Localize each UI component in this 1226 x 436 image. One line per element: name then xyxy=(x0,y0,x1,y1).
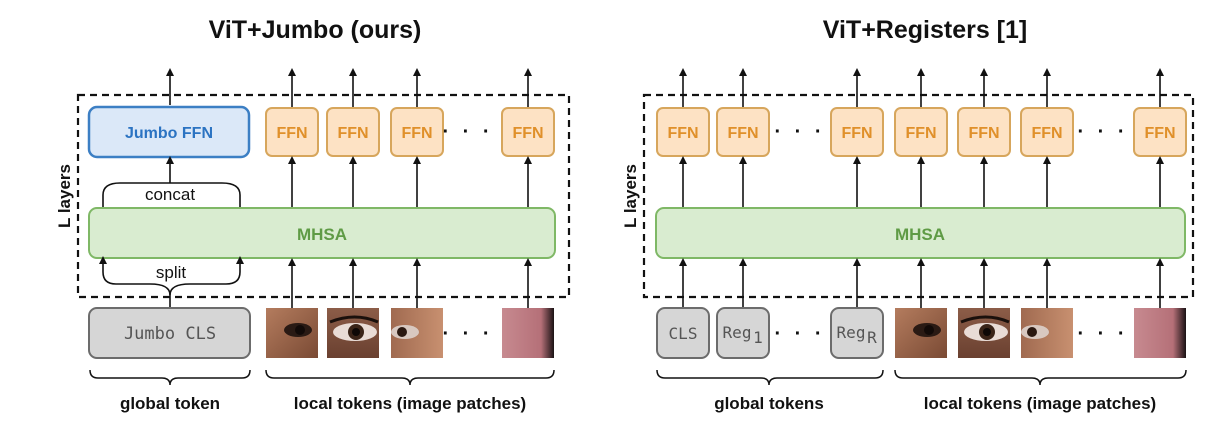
left-global-footer: global token xyxy=(120,394,220,413)
cls-label: CLS xyxy=(669,324,698,343)
register-r-subscript: R xyxy=(867,328,877,347)
left-ffn-label-1: FFN xyxy=(276,125,307,142)
right-ffn-label-6: FFN xyxy=(1031,125,1062,142)
right-local-footer: local tokens (image patches) xyxy=(924,394,1156,413)
right-panel: ViT+Registers [1] L layers FFN FFN · · ·… xyxy=(621,16,1195,413)
right-image-patch-1 xyxy=(895,308,947,358)
left-ffn-label-4: FFN xyxy=(512,125,543,142)
left-local-brace xyxy=(265,369,555,386)
concat-label-bg xyxy=(135,184,205,204)
left-layers-label: L layers xyxy=(55,164,74,228)
left-mhsa-box xyxy=(88,207,556,259)
jumbo-cls-token xyxy=(88,307,251,359)
split-label-bg xyxy=(145,262,197,282)
right-global-footer: global tokens xyxy=(714,394,824,413)
jumbo-ffn-label: Jumbo FFN xyxy=(125,125,213,142)
register-1-base: Reg xyxy=(723,323,752,342)
right-layer-stack-box xyxy=(642,93,1195,299)
right-image-patch-4 xyxy=(1134,308,1186,358)
right-ffn-label-7: FFN xyxy=(1144,125,1175,142)
left-image-patch-1 xyxy=(266,308,318,358)
right-ffn-label-1: FFN xyxy=(667,125,698,142)
register-token-r xyxy=(830,307,884,359)
left-title: ViT+Jumbo (ours) xyxy=(209,16,422,44)
concat-label: concat xyxy=(145,185,195,204)
left-image-patch-4 xyxy=(502,308,554,358)
right-ffn-label-5: FFN xyxy=(968,125,999,142)
right-ffn-label-3: FFN xyxy=(841,125,872,142)
right-ffn-label-2: FFN xyxy=(727,125,758,142)
left-image-patch-3 xyxy=(391,308,443,358)
left-ffn-ellipsis: · · · xyxy=(442,121,493,143)
register-token-1 xyxy=(716,307,770,359)
right-global-brace xyxy=(656,369,884,386)
left-ffn-label-2: FFN xyxy=(337,125,368,142)
right-image-patch-3 xyxy=(1021,308,1073,358)
register-1-label: Reg xyxy=(723,323,752,342)
register-1-subscript: 1 xyxy=(753,328,763,347)
left-global-brace xyxy=(89,369,251,386)
register-r-base: Reg xyxy=(837,323,866,342)
split-label: split xyxy=(156,263,187,282)
cls-token xyxy=(656,307,710,359)
left-panel: ViT+Jumbo (ours) L layers Jumbo FFN FFN … xyxy=(55,16,571,413)
right-layers-label: L layers xyxy=(621,164,640,228)
left-local-footer: local tokens (image patches) xyxy=(294,394,526,413)
left-image-patch-2 xyxy=(327,308,379,358)
right-ffn-label-4: FFN xyxy=(905,125,936,142)
right-mhsa-label: MHSA xyxy=(895,225,945,244)
concat-bracket xyxy=(102,182,241,208)
left-mhsa-label: MHSA xyxy=(297,225,347,244)
right-ffn-ellipsis-2: · · · xyxy=(1077,121,1128,143)
jumbo-cls-label: Jumbo CLS xyxy=(124,324,216,344)
right-local-brace xyxy=(894,369,1187,386)
right-ffn-ellipsis-1: · · · xyxy=(774,121,825,143)
left-layer-stack-box xyxy=(76,93,571,299)
left-ffn-label-3: FFN xyxy=(401,125,432,142)
left-patch-ellipsis: · · · xyxy=(442,323,493,345)
split-left-branch xyxy=(99,256,171,308)
right-patch-ellipsis: · · · xyxy=(1077,323,1128,345)
right-image-patch-2 xyxy=(958,308,1010,358)
right-title: ViT+Registers [1] xyxy=(823,16,1027,44)
register-r-label: Reg xyxy=(837,323,866,342)
register-ellipsis: · · · xyxy=(774,323,825,345)
split-right-branch xyxy=(169,256,244,296)
